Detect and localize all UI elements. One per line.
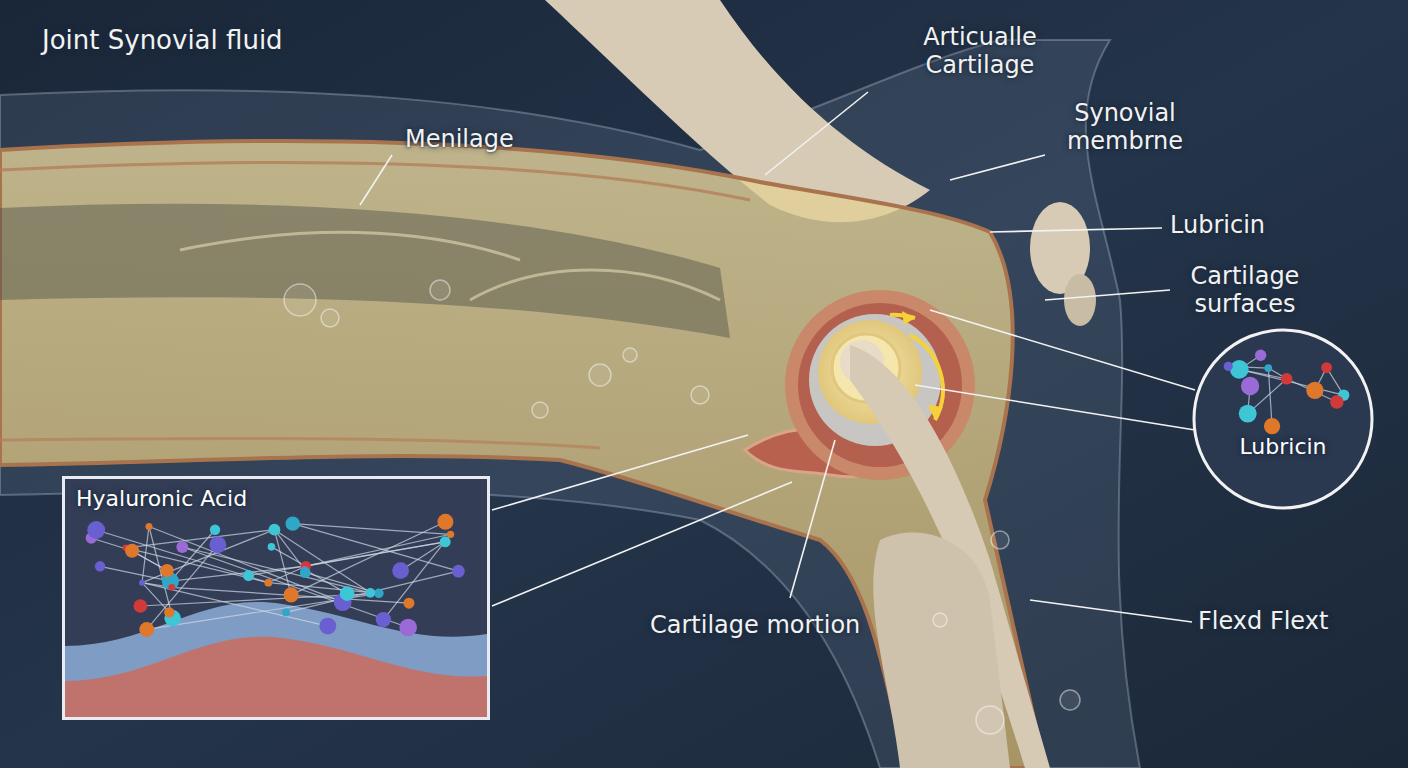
molecule-bond (182, 547, 408, 627)
molecule-atom (403, 598, 414, 609)
molecule-atom (440, 536, 451, 547)
molecule-atom (1281, 373, 1293, 385)
molecule-atom (340, 586, 355, 601)
molecule-bond (274, 530, 370, 593)
part-label: Cartilage mortion (650, 612, 860, 640)
part-label: Synovial membrne (1040, 100, 1210, 155)
molecule-bond (293, 524, 451, 535)
molecule-atom (125, 544, 139, 558)
molecule-atom (176, 541, 188, 553)
molecule-atom (1224, 362, 1233, 371)
molecule-bond (1268, 368, 1272, 426)
molecule-atom (1230, 360, 1249, 379)
inset-heading: Hyaluronic Acid (62, 476, 261, 521)
molecule-atom (376, 612, 391, 627)
molecule-bond (274, 530, 304, 570)
inset-circle: Lubricin (1192, 328, 1374, 510)
diagram-title: Joint Synovial fluid (42, 26, 283, 56)
molecule-atom (139, 622, 154, 637)
molecule-atom (268, 543, 276, 551)
part-label: Flexd Flext (1198, 608, 1328, 636)
inset-shape (1192, 328, 1374, 510)
molecule-atom (160, 564, 173, 577)
molecule-bond (1239, 369, 1343, 395)
molecule-atom (452, 565, 465, 578)
molecule-bond (96, 530, 268, 583)
molecule-atom (1239, 405, 1257, 423)
molecule-atom (319, 618, 336, 635)
molecule-bond (293, 524, 459, 572)
molecule-atom (210, 525, 220, 535)
molecule-bond (147, 545, 218, 630)
molecule-atom (87, 521, 105, 539)
molecule-atom (399, 619, 417, 637)
molecule-atom (284, 587, 299, 602)
molecule-atom (95, 561, 106, 572)
molecule-bond (271, 547, 306, 566)
molecule-bond (383, 534, 450, 619)
molecule-atom (282, 608, 290, 616)
molecule-atom (164, 607, 174, 617)
molecule-atom (366, 588, 376, 598)
molecule-atom (447, 531, 454, 538)
molecule-atom (437, 514, 453, 530)
molecule-atom (168, 584, 175, 591)
molecule-atom (134, 599, 148, 613)
molecule-atom (243, 570, 254, 581)
molecule-bond (291, 522, 445, 595)
inset-shape (62, 476, 490, 720)
inset-title: Lubricin (1192, 434, 1374, 459)
inset-box: Hyaluronic Acid (62, 476, 490, 720)
box-outline (64, 478, 489, 719)
molecule-bond (286, 571, 458, 612)
molecule-atom (1306, 382, 1323, 399)
molecule-atom (139, 580, 145, 586)
part-label: Cartilage surfaces (1170, 263, 1320, 318)
molecule-bond (305, 570, 348, 594)
molecule-atom (300, 567, 311, 578)
molecule-atom (392, 562, 409, 579)
molecule-atom (1264, 364, 1272, 372)
molecule-bond (149, 527, 343, 603)
part-label: Lubricin (1170, 212, 1265, 240)
part-label: Menilage (405, 126, 514, 154)
molecule-atom (374, 589, 384, 599)
molecule-bond (149, 527, 173, 619)
circle-outline (1194, 330, 1372, 508)
molecule-bond (1287, 379, 1337, 402)
molecule-atom (264, 579, 272, 587)
molecule-atom (1264, 418, 1280, 434)
molecule-atom (1255, 350, 1266, 361)
molecule-bond (142, 527, 149, 583)
molecule-atom (1241, 377, 1259, 395)
molecule-atom (286, 516, 300, 530)
molecule-atom (209, 536, 226, 553)
molecule-atom (145, 523, 152, 530)
molecule-atom (1330, 395, 1344, 409)
molecule-bond (172, 587, 409, 603)
molecule-atom (1321, 362, 1332, 373)
molecule-atom (268, 524, 280, 536)
part-label: Articualle Cartilage (890, 24, 1070, 79)
molecule-bond (100, 566, 170, 581)
